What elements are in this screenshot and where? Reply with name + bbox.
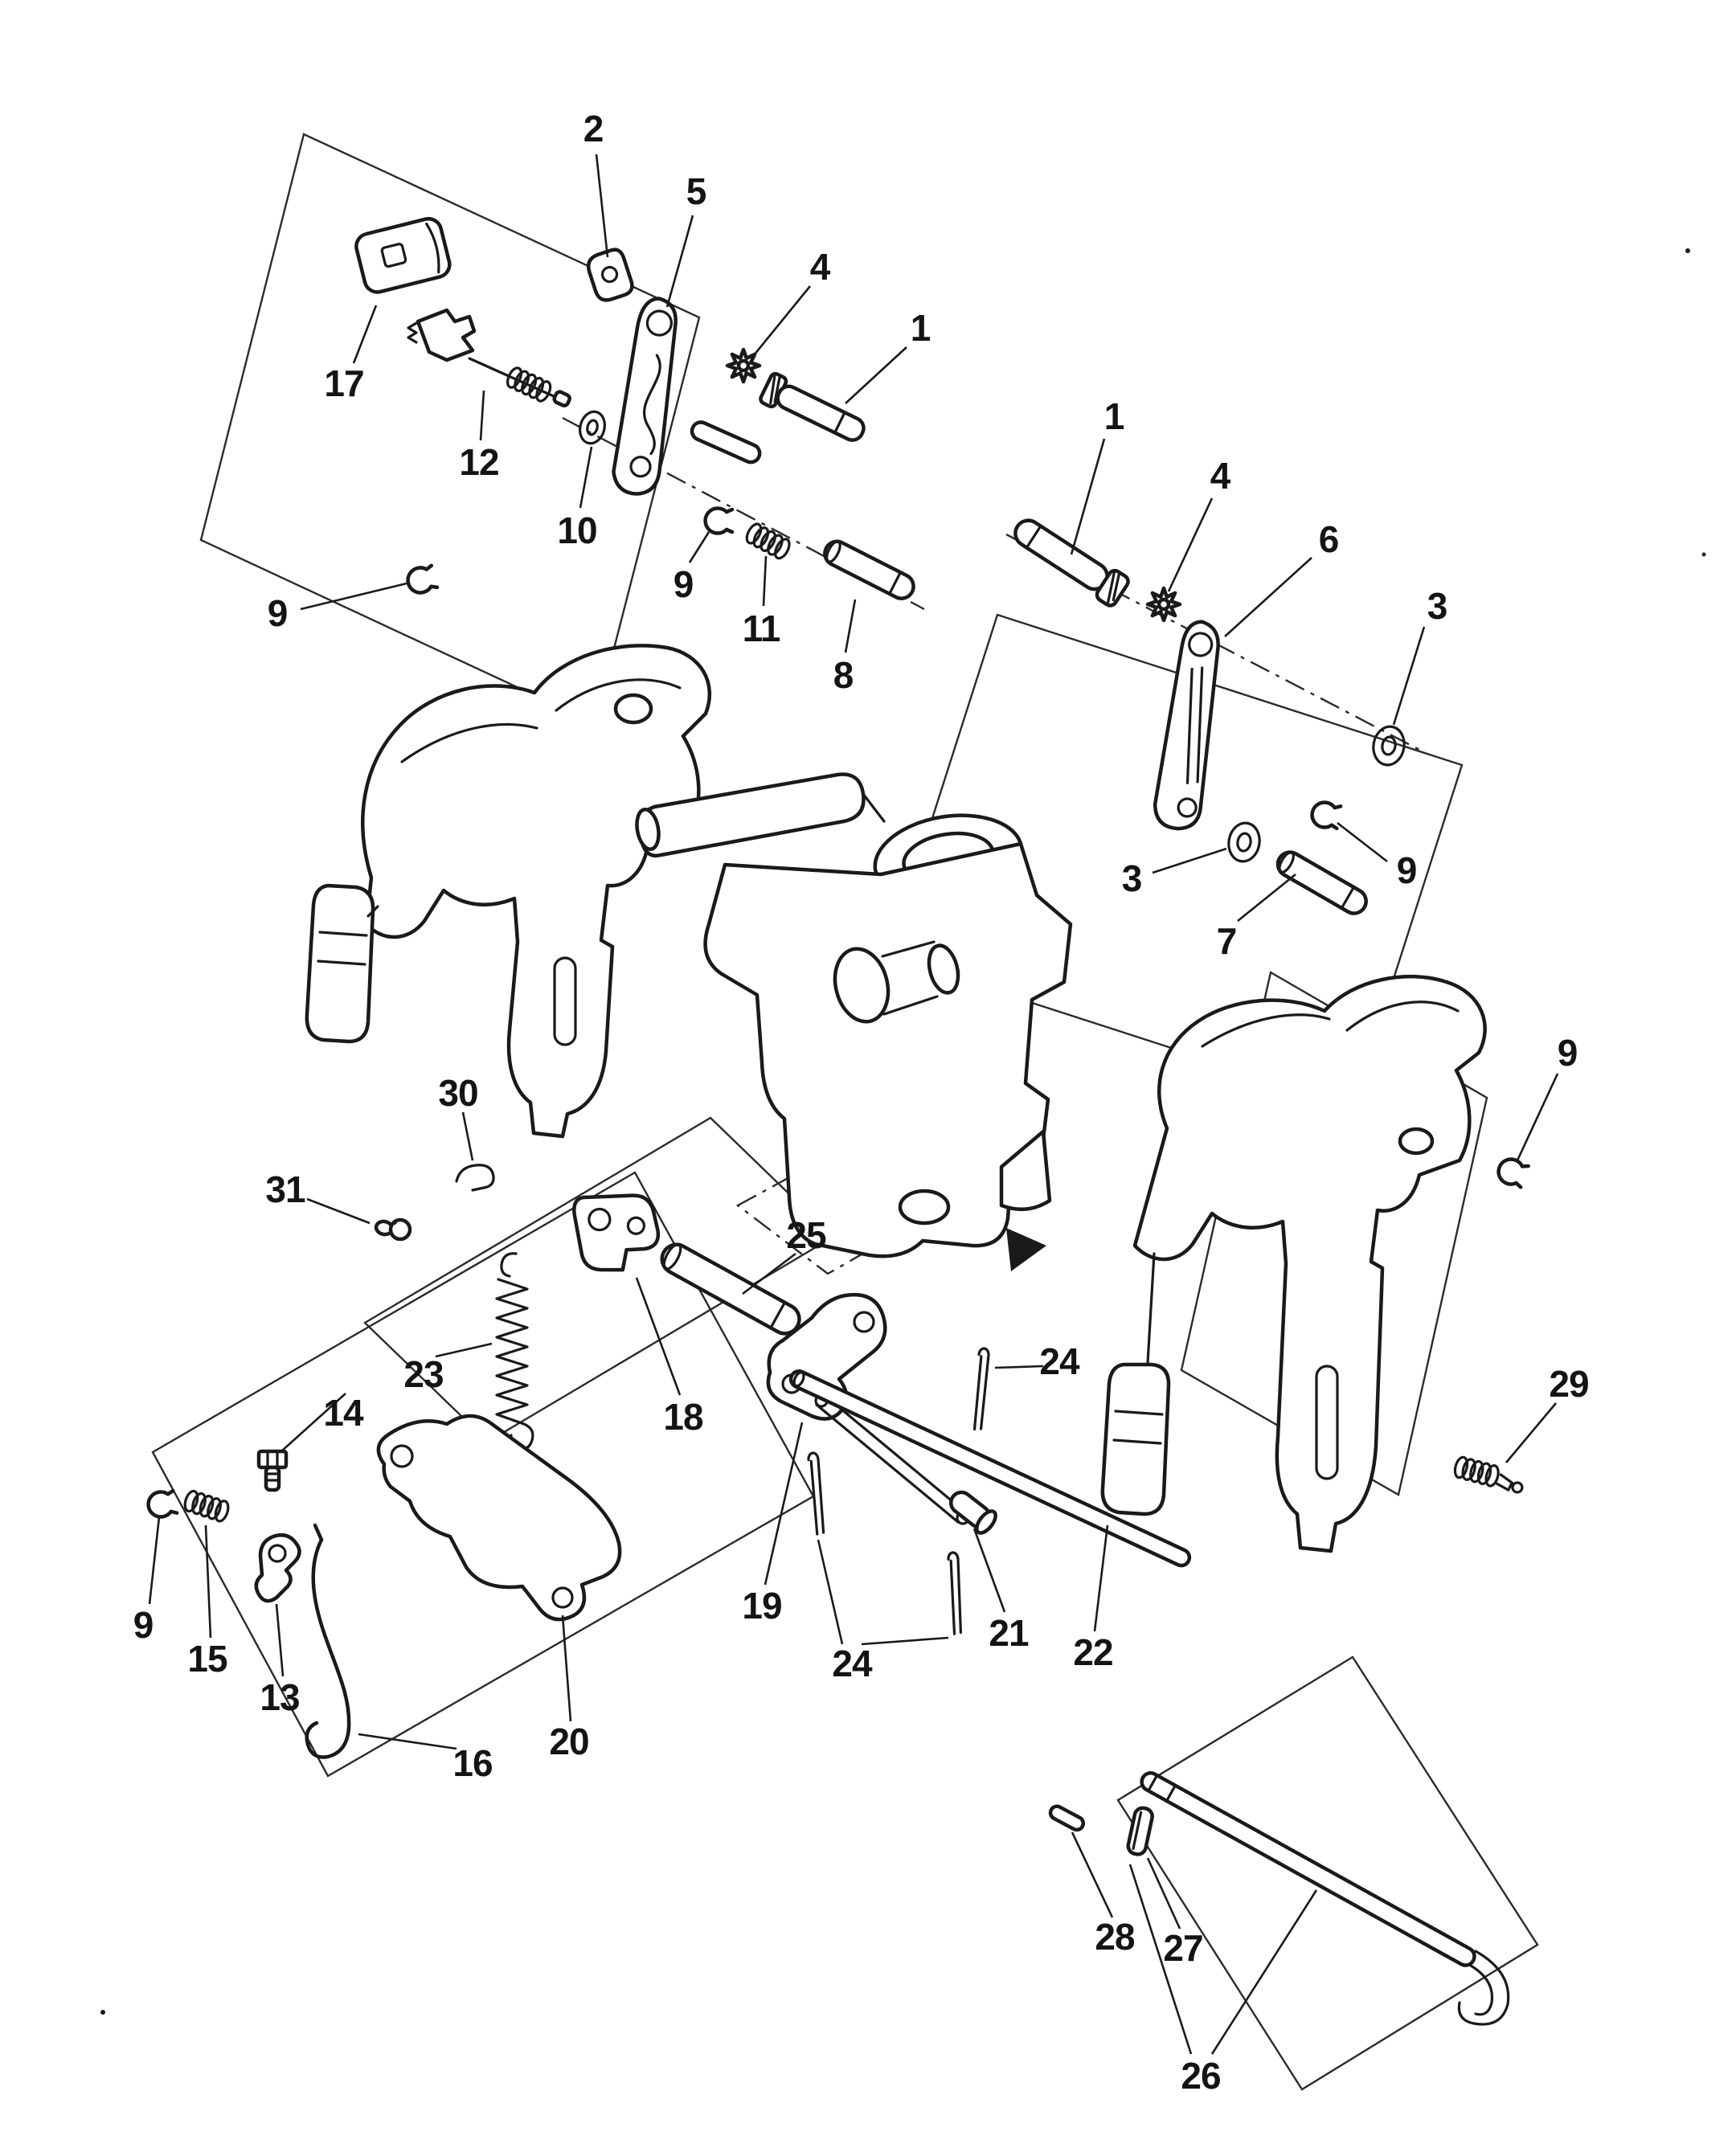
callout-2: 2 <box>583 108 604 149</box>
callout-9a: 9 <box>673 563 694 605</box>
callout-22: 22 <box>1073 1631 1113 1673</box>
callout-17: 17 <box>324 362 364 404</box>
e-ring-top <box>706 509 732 534</box>
part-30-clip <box>455 1164 495 1192</box>
part-1-pivot-pin-right <box>1013 518 1130 608</box>
callout-1b: 1 <box>1103 395 1125 437</box>
callout-4: 4 <box>809 246 831 288</box>
part-13-latch <box>254 1533 301 1603</box>
stray-marks <box>100 248 1706 2015</box>
e-ring-left <box>405 564 437 595</box>
clamp-bracket-starboard <box>1100 974 1487 1553</box>
callout-24b: 24 <box>1039 1340 1079 1382</box>
direction-arrow <box>1006 1228 1046 1271</box>
part-10-washer <box>579 410 606 445</box>
callout-4b: 4 <box>1210 455 1231 497</box>
callout-8: 8 <box>833 654 854 696</box>
part-25-pin <box>660 1242 801 1336</box>
callout-3a: 3 <box>1427 585 1448 627</box>
callout-31: 31 <box>265 1168 305 1210</box>
callout-21: 21 <box>989 1612 1029 1654</box>
callout-19: 19 <box>742 1585 782 1627</box>
callout-13: 13 <box>260 1676 300 1718</box>
part-28-roll-pin <box>1048 1804 1086 1832</box>
part-17-end-cap <box>354 217 452 294</box>
callout-26: 26 <box>1181 2055 1221 2097</box>
callout-20: 20 <box>549 1721 589 1762</box>
part-11-spring <box>743 520 794 563</box>
callout-23: 23 <box>403 1353 444 1395</box>
part-20-lock-bracket <box>376 1414 622 1622</box>
part-7-pin <box>1275 850 1368 915</box>
callout-9b: 9 <box>267 592 289 634</box>
e-ring-mid-right <box>1310 800 1341 829</box>
part-22-link-rod <box>788 1369 1192 1568</box>
link-bar <box>814 1393 970 1525</box>
part-2-anchor-clip <box>586 248 634 302</box>
callout-15: 15 <box>187 1638 227 1680</box>
part-29-spring-screw <box>1451 1455 1524 1494</box>
part-14-bolt <box>256 1449 289 1492</box>
callout-10: 10 <box>557 509 597 551</box>
part-15-spring <box>181 1487 232 1524</box>
callout-12: 12 <box>459 441 499 483</box>
callout-3b: 3 <box>1121 857 1143 899</box>
part-12-latch-lever <box>407 308 571 407</box>
callout-25: 25 <box>786 1214 826 1256</box>
callout-6: 6 <box>1318 518 1340 560</box>
leader-lines <box>148 153 1559 2055</box>
part-18-bracket-plate <box>572 1193 661 1272</box>
part-16-lock-hook <box>305 1523 351 1759</box>
callout-27: 27 <box>1163 1927 1203 1969</box>
callout-11: 11 <box>742 608 781 649</box>
part-21-clevis-pin <box>948 1490 997 1535</box>
part-24-cotter-a <box>806 1451 828 1536</box>
callout-24a: 24 <box>832 1643 872 1684</box>
clamp-bracket-port <box>305 644 711 1139</box>
e-ring-far-right <box>1495 1156 1529 1189</box>
clamp-pad-starboard <box>1100 1362 1171 1516</box>
part-31-screw <box>374 1217 412 1242</box>
part-4-star-washer-right <box>1148 588 1180 620</box>
part-27-sleeve <box>1126 1806 1154 1856</box>
part-1-pivot-pin-top <box>759 371 866 442</box>
callout-5: 5 <box>686 170 707 212</box>
callout-30: 30 <box>438 1072 478 1114</box>
part-26-tilt-rod <box>1140 1771 1510 2026</box>
part-6-lock-plate <box>1153 620 1220 831</box>
part-24-cotter-b <box>946 1551 965 1635</box>
callout-9d: 9 <box>1557 1032 1578 1074</box>
callout-18: 18 <box>663 1396 703 1438</box>
callout-1: 1 <box>910 307 931 349</box>
swivel-bracket <box>635 772 1073 1271</box>
part-3-washer-lower <box>1227 821 1261 863</box>
callout-7: 7 <box>1216 920 1238 962</box>
callout-29: 29 <box>1549 1363 1589 1405</box>
callout-28: 28 <box>1095 1916 1135 1958</box>
callout-16: 16 <box>452 1742 493 1784</box>
e-ring-bottom-left <box>146 1490 177 1519</box>
callout-9c: 9 <box>1396 849 1418 891</box>
part-3-washer-upper <box>1372 725 1406 767</box>
part-8-pin <box>823 539 915 600</box>
callout-9e: 9 <box>133 1604 154 1646</box>
pin-through-plate <box>690 420 762 464</box>
part-23-extension-spring <box>495 1252 534 1451</box>
part-5-lock-plate <box>612 297 678 496</box>
callout-14: 14 <box>323 1392 363 1434</box>
part-24-cotter-upper <box>972 1347 991 1431</box>
part-4-star-washer <box>727 350 760 382</box>
